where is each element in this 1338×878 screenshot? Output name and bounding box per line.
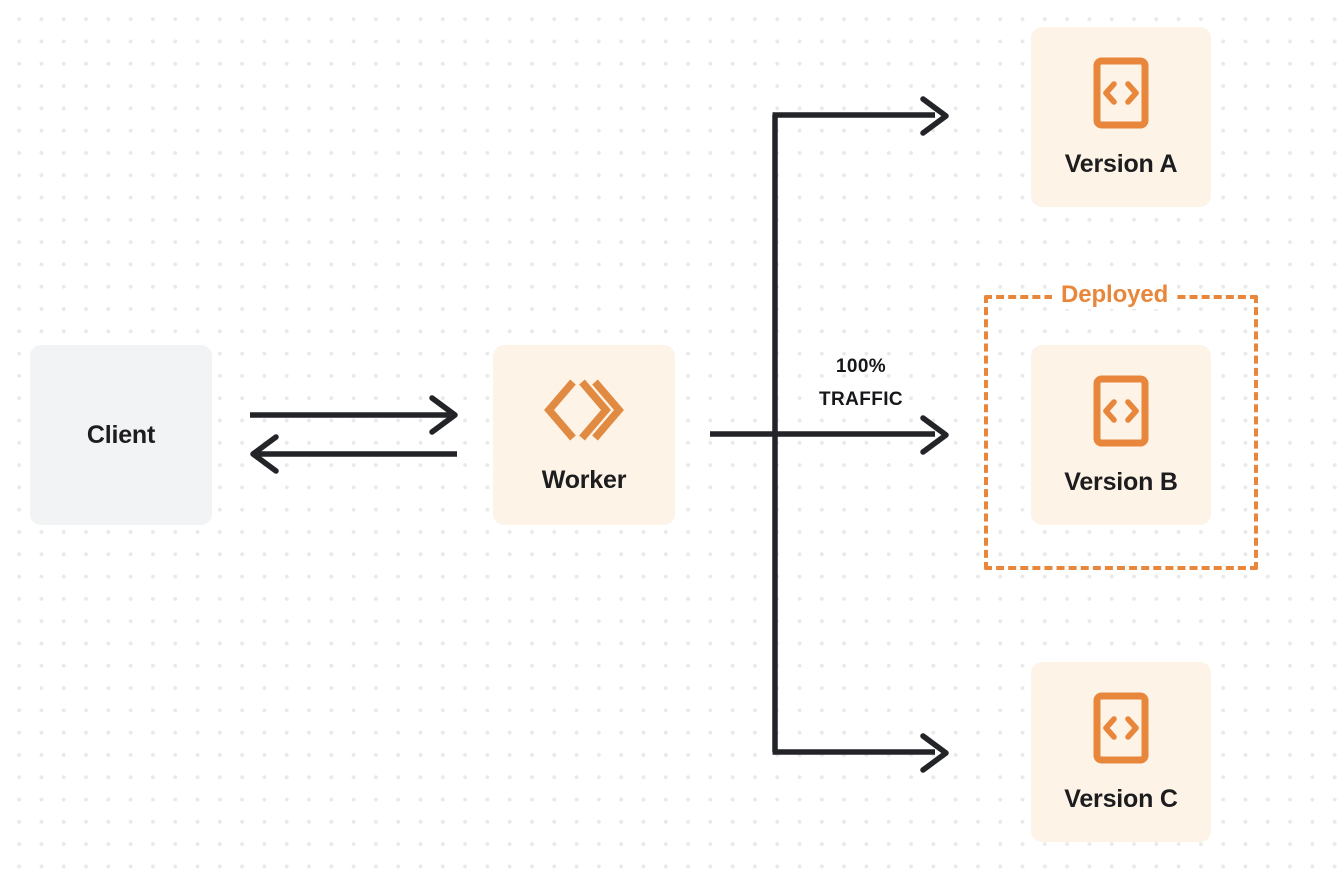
- code-file-icon: [1093, 57, 1149, 134]
- edge-worker-to-version-c: [772, 733, 949, 773]
- version-c-label: Version C: [1064, 785, 1178, 813]
- version-b-node[interactable]: Version B: [1031, 345, 1211, 525]
- code-file-icon: [1093, 692, 1149, 769]
- version-c-node[interactable]: Version C: [1031, 662, 1211, 842]
- client-label: Client: [86, 420, 156, 449]
- edge-worker-to-version-b: [710, 415, 949, 455]
- edge-worker-to-client: [250, 434, 457, 474]
- traffic-label: 100% TRAFFIC: [790, 350, 932, 416]
- version-b-label: Version B: [1064, 468, 1178, 496]
- traffic-percent: 100%: [835, 356, 887, 377]
- deployed-group-label: Deployed: [1052, 281, 1178, 309]
- worker-label: Worker: [541, 466, 627, 494]
- client-node[interactable]: Client: [30, 345, 212, 525]
- edge-worker-to-version-a: [772, 96, 949, 136]
- version-a-node[interactable]: Version A: [1031, 27, 1211, 207]
- version-a-label: Version A: [1064, 150, 1178, 178]
- cloudflare-workers-logo-icon: [543, 377, 625, 448]
- edge-client-to-worker: [250, 395, 458, 435]
- worker-node[interactable]: Worker: [493, 345, 675, 525]
- traffic-caption: TRAFFIC: [818, 389, 904, 410]
- code-file-icon: [1093, 375, 1149, 452]
